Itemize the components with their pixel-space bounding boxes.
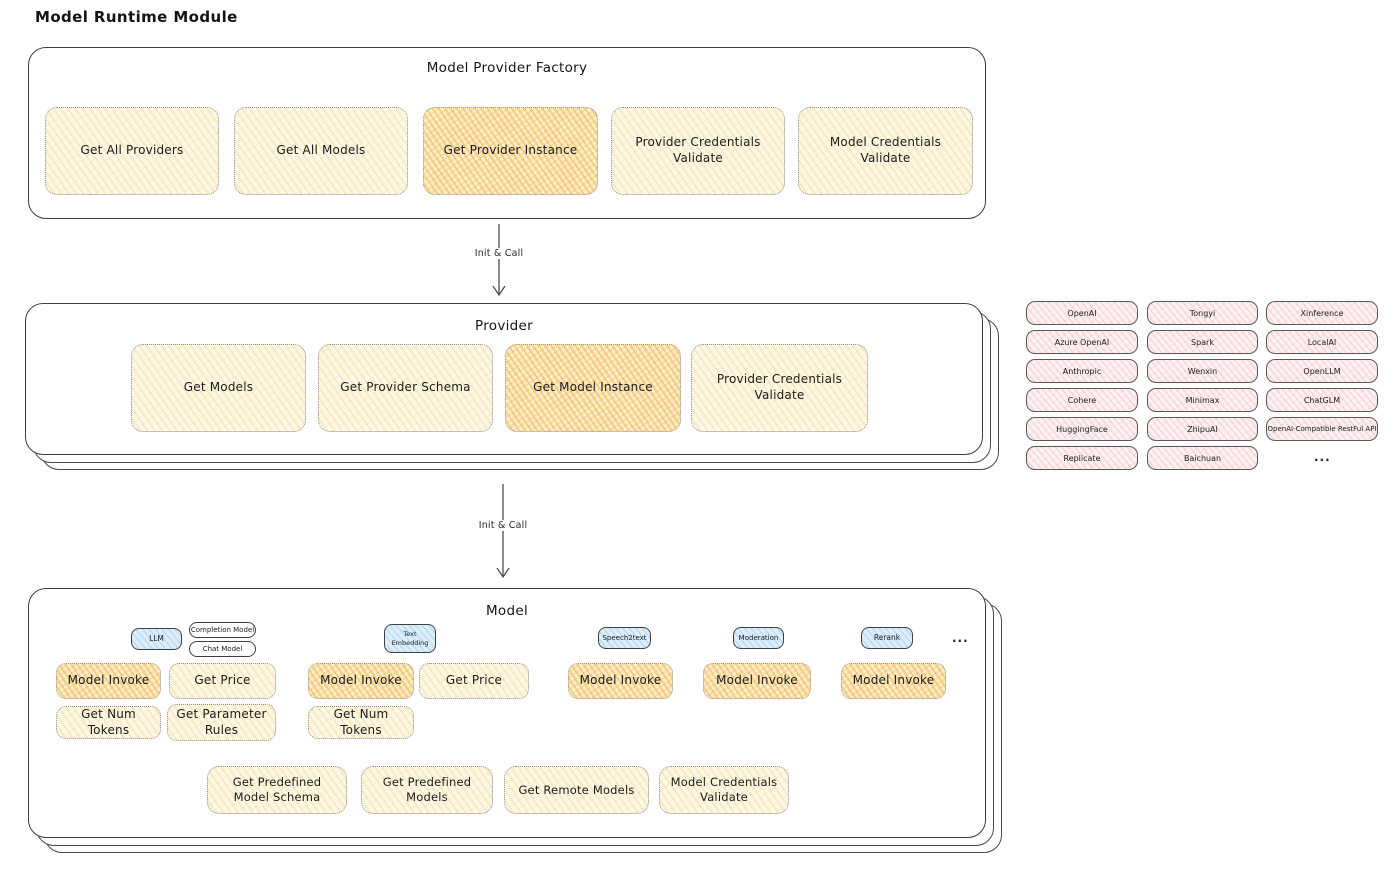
get-provider-instance-op: Get Provider Instance <box>423 107 598 195</box>
model-box: Model LLM Completion Model Chat Model Te… <box>28 588 986 838</box>
provider-minimax: Minimax <box>1147 388 1258 412</box>
provider-openai: OpenAI <box>1026 301 1138 325</box>
model-invoke-op-speech2text: Model Invoke <box>568 663 673 699</box>
get-all-models-op: Get All Models <box>234 107 408 195</box>
tab-text-embedding: Text Embedding <box>384 624 436 653</box>
tab-speech2text: Speech2text <box>598 627 651 649</box>
tabs-more-ellipsis: ... <box>952 631 969 645</box>
init-call-label-bottom: Init & Call <box>474 520 532 531</box>
init-call-label-top: Init & Call <box>470 248 528 259</box>
provider-openai-compatible-api: OpenAI-Compatible RestFul API <box>1266 417 1378 441</box>
get-provider-schema-op: Get Provider Schema <box>318 344 493 432</box>
provider-azure-openai: Azure OpenAI <box>1026 330 1138 354</box>
provider-tongyi: Tongyi <box>1147 301 1258 325</box>
tab-completion-model: Completion Model <box>189 622 256 638</box>
provider-xinference: Xinference <box>1266 301 1378 325</box>
factory-title: Model Provider Factory <box>426 60 588 76</box>
provider-huggingface: HuggingFace <box>1026 417 1138 441</box>
provider-title: Provider <box>475 318 533 334</box>
get-num-tokens-op-text-embedding: Get Num Tokens <box>308 706 414 739</box>
get-num-tokens-op-llm: Get Num Tokens <box>56 706 161 739</box>
model-title: Model <box>485 603 529 619</box>
provider-openllm: OpenLLM <box>1266 359 1378 383</box>
get-remote-models-op: Get Remote Models <box>504 766 649 814</box>
model-credentials-validate-op-2: Model Credentials Validate <box>659 766 789 814</box>
provider-baichuan: Baichuan <box>1147 446 1258 470</box>
provider-to-model-arrow <box>496 484 510 579</box>
get-predefined-model-schema-op: Get Predefined Model Schema <box>207 766 347 814</box>
provider-chatglm: ChatGLM <box>1266 388 1378 412</box>
model-invoke-op-moderation: Model Invoke <box>703 663 811 699</box>
provider-cohere: Cohere <box>1026 388 1138 412</box>
factory-box: Model Provider Factory Get All Providers… <box>28 47 986 219</box>
tab-moderation: Moderation <box>733 627 784 649</box>
provider-wenxin: Wenxin <box>1147 359 1258 383</box>
page-title: Model Runtime Module <box>35 8 238 26</box>
get-parameter-rules-op: Get Parameter Rules <box>167 704 276 741</box>
provider-credentials-validate-op-2: Provider Credentials Validate <box>691 344 868 432</box>
provider-anthropic: Anthropic <box>1026 359 1138 383</box>
provider-localai: LocalAI <box>1266 330 1378 354</box>
provider-zhipuai: ZhipuAI <box>1147 417 1258 441</box>
get-models-op: Get Models <box>131 344 306 432</box>
provider-replicate: Replicate <box>1026 446 1138 470</box>
factory-to-provider-arrow <box>492 224 506 297</box>
get-model-instance-op: Get Model Instance <box>505 344 681 432</box>
get-predefined-models-op: Get Predefined Models <box>361 766 493 814</box>
provider-spark: Spark <box>1147 330 1258 354</box>
model-credentials-validate-op: Model Credentials Validate <box>798 107 973 195</box>
get-price-op-text-embedding: Get Price <box>419 663 529 699</box>
get-price-op-llm: Get Price <box>169 663 276 699</box>
tab-chat-model: Chat Model <box>189 641 256 657</box>
get-all-providers-op: Get All Providers <box>45 107 219 195</box>
model-invoke-op-rerank: Model Invoke <box>841 663 946 699</box>
providers-more-ellipsis: ... <box>1314 450 1331 464</box>
provider-box: Provider Get Models Get Provider Schema … <box>25 303 983 455</box>
tab-rerank: Rerank <box>861 627 913 649</box>
provider-credentials-validate-op: Provider Credentials Validate <box>611 107 785 195</box>
model-invoke-op-text-embedding: Model Invoke <box>308 663 414 699</box>
model-invoke-op-llm: Model Invoke <box>56 663 161 699</box>
tab-llm: LLM <box>131 628 182 650</box>
